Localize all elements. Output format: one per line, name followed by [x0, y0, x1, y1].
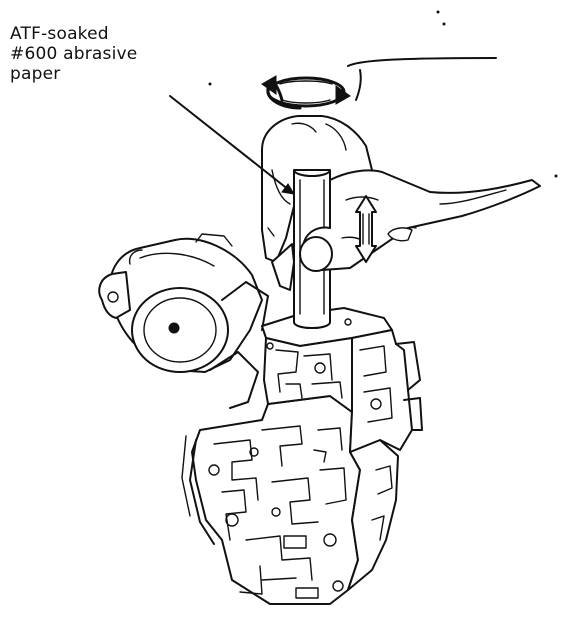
- valve-body-upper: [261, 307, 423, 453]
- up-down-arrow-icon: [355, 195, 377, 263]
- rotation-arrow-icon: [261, 75, 351, 110]
- scan-specks: [208, 10, 558, 178]
- leader-line: [169, 95, 295, 195]
- solenoid-housing: [98, 233, 269, 409]
- callout-label: ATF-soaked #600 abrasive paper: [10, 24, 200, 84]
- callout-line-2: #600 abrasive: [10, 44, 138, 64]
- callout-line-3: paper: [10, 64, 61, 84]
- callout-line-1: ATF-soaked: [10, 24, 109, 44]
- valve-body-block: [181, 395, 399, 605]
